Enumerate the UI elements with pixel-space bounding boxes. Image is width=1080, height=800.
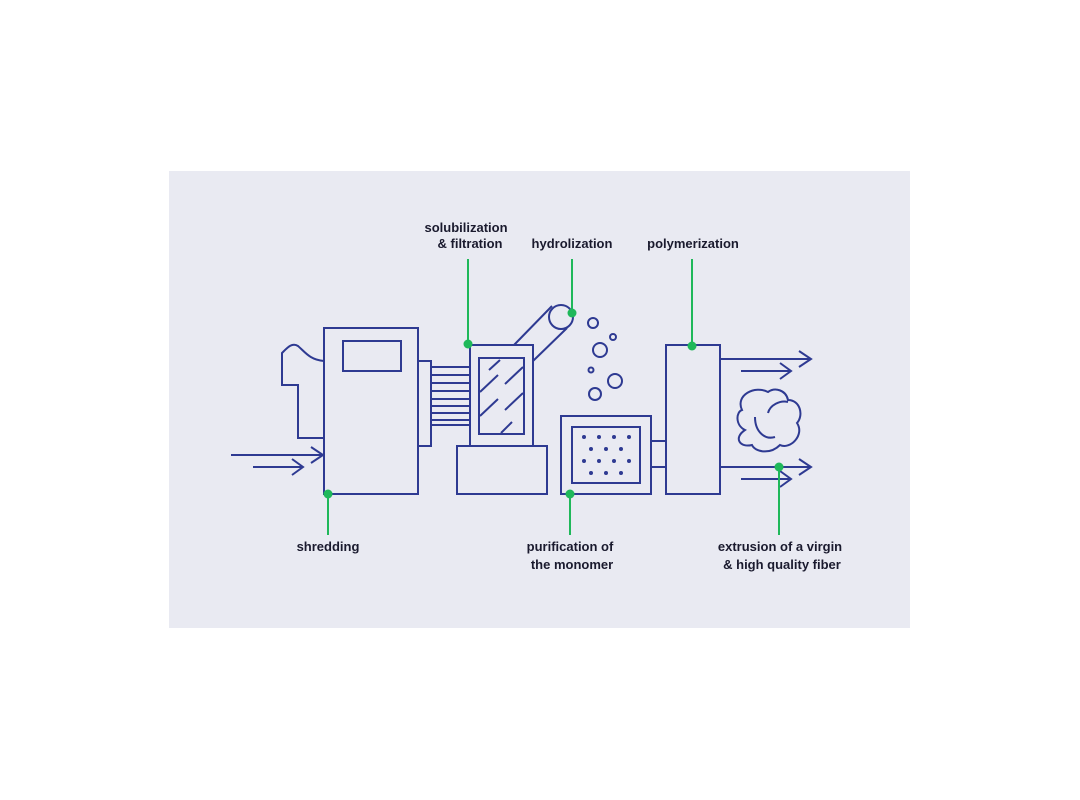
filtration-unit: [456, 344, 548, 495]
output-arrows: [720, 350, 813, 488]
fiber-cotton-icon: [736, 388, 802, 453]
label-filtration: & filtration: [438, 236, 503, 251]
label-hydrolization: hydrolization: [532, 236, 613, 251]
leader-extrusion: [774, 462, 784, 535]
leader-solubilization: [463, 259, 473, 349]
leader-polymerization: [687, 259, 697, 351]
label-extrusion: extrusion of a virgin: [718, 539, 842, 554]
label-solubilization: solubilization: [424, 220, 507, 235]
leader-hydrolization: [567, 259, 577, 318]
leader-purification: [565, 489, 575, 535]
purification-unit: [560, 415, 667, 495]
shredder-machine: [281, 327, 470, 495]
label-purification: purification of: [527, 539, 614, 554]
label-monomer: the monomer: [531, 557, 613, 572]
label-shredding: shredding: [297, 539, 360, 554]
leader-shredding: [323, 489, 333, 535]
input-arrows: [231, 446, 325, 476]
bubbles: [587, 317, 623, 401]
label-polymerization: polymerization: [647, 236, 739, 251]
diagram-panel: [169, 171, 910, 628]
label-fiber: & high quality fiber: [723, 557, 841, 572]
